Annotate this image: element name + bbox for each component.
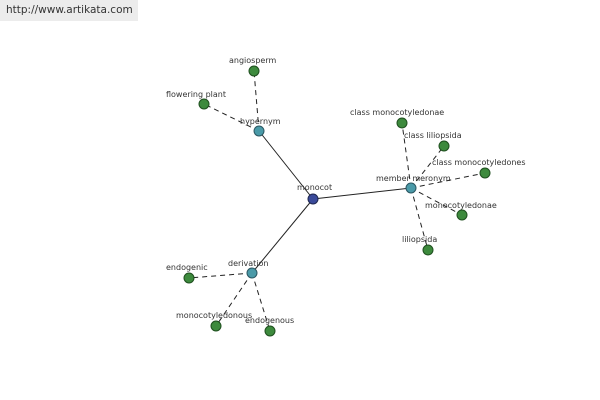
monocotyledonous-node[interactable]: [210, 320, 222, 332]
site-url-banner[interactable]: http://www.artikata.com: [0, 0, 138, 21]
class-monocotyledones-label[interactable]: class monocotyledones: [432, 158, 526, 167]
edge-monocot-derivation: [251, 198, 314, 274]
edge-monocot-member-meronym: [312, 187, 412, 200]
monocotyledonous-label[interactable]: monocotyledonous: [176, 311, 252, 320]
edge-member-meronym-liliopsida: [410, 187, 429, 251]
angiosperm-label[interactable]: angiosperm: [229, 56, 276, 65]
edge-derivation-endogenous: [251, 272, 271, 332]
edge-member-meronym-class-monocotyledones: [410, 172, 486, 189]
graph-nodes: [183, 65, 491, 337]
monocotyledonae-node[interactable]: [456, 209, 468, 221]
endogenic-label[interactable]: endogenic: [166, 263, 208, 272]
class-monocotyledonae-label[interactable]: class monocotyledonae: [350, 108, 444, 117]
member-meronym-label[interactable]: member meronym: [376, 174, 451, 183]
graph-edges: [188, 70, 486, 332]
edge-hypernym-angiosperm: [253, 70, 260, 132]
endogenous-label[interactable]: endogenous: [245, 316, 294, 325]
class-liliopsida-label[interactable]: class liliopsida: [404, 131, 462, 140]
monocot-node[interactable]: [307, 193, 319, 205]
member-meronym-node[interactable]: [405, 182, 417, 194]
hypernym-label[interactable]: hypernym: [240, 117, 281, 126]
liliopsida-node[interactable]: [422, 244, 434, 256]
angiosperm-node[interactable]: [248, 65, 260, 77]
edge-member-meronym-class-monocotyledonae: [401, 122, 412, 189]
edge-member-meronym-monocotyledonae: [410, 187, 463, 216]
edge-hypernym-flowering-plant: [203, 103, 260, 132]
class-liliopsida-node[interactable]: [438, 140, 450, 152]
derivation-label[interactable]: derivation: [228, 259, 268, 268]
edge-monocot-hypernym: [258, 130, 314, 200]
liliopsida-label[interactable]: liliopsida: [402, 235, 437, 244]
graph-labels: angiosperm flowering plant class monocotyl…: [166, 56, 526, 325]
edge-derivation-monocotyledonous: [215, 272, 253, 327]
hypernym-node[interactable]: [253, 125, 265, 137]
endogenic-node[interactable]: [183, 272, 195, 284]
class-monocotyledonae-node[interactable]: [396, 117, 408, 129]
flowering-plant-label[interactable]: flowering plant: [166, 90, 226, 99]
flowering-plant-node[interactable]: [198, 98, 210, 110]
edge-derivation-endogenic: [188, 272, 253, 279]
derivation-node[interactable]: [246, 267, 258, 279]
class-monocotyledones-node[interactable]: [479, 167, 491, 179]
endogenous-node[interactable]: [264, 325, 276, 337]
monocotyledonae-label[interactable]: monocotyledonae: [425, 201, 497, 210]
monocot-label[interactable]: monocot: [297, 183, 332, 192]
